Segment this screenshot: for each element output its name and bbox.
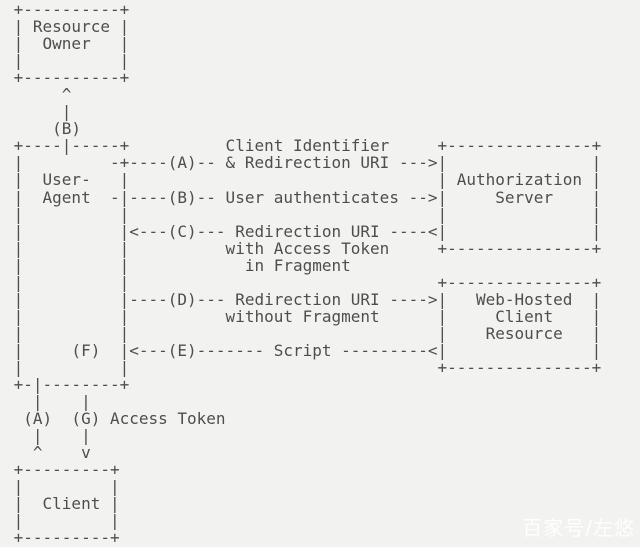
oauth-implicit-grant-flow-diagram: +----------+ | Resource | | Owner | | | … [13, 0, 602, 547]
